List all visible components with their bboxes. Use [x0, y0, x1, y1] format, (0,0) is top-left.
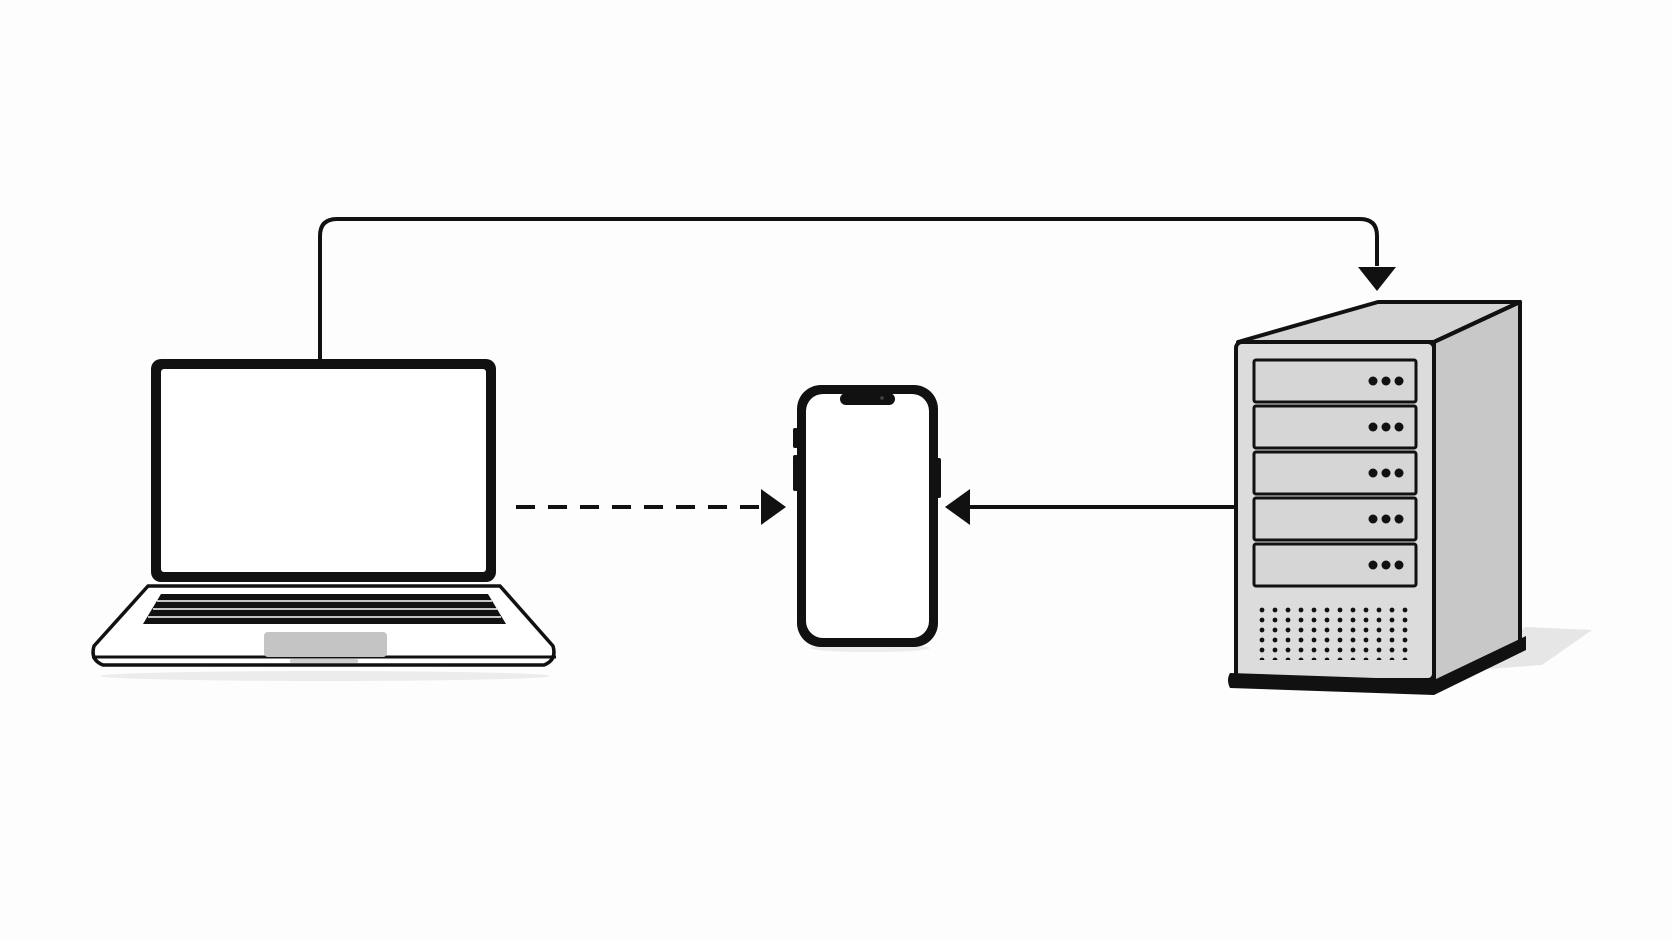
edge-laptop-to-server-arrowhead	[1358, 267, 1396, 291]
server-status-led	[1381, 514, 1391, 524]
server-status-led	[1381, 560, 1391, 570]
server-vent-grille	[1258, 606, 1410, 660]
server-drive-bay	[1252, 404, 1418, 450]
server-drive-bay	[1252, 496, 1418, 542]
server-base	[1228, 636, 1526, 695]
server-drive-bays	[1252, 358, 1418, 588]
server-drive-bay	[1252, 542, 1418, 588]
server-drive-bay	[1252, 358, 1418, 404]
server-status-led	[1394, 560, 1404, 570]
laptop-screen	[161, 369, 486, 572]
laptop-front-notch	[290, 659, 358, 663]
server-status-led	[1368, 560, 1378, 570]
laptop-icon	[91, 359, 556, 681]
server-status-led	[1381, 468, 1391, 478]
laptop-trackpad	[264, 632, 387, 657]
laptop-shadow	[100, 671, 550, 681]
smartphone-icon	[793, 385, 941, 652]
edge-laptop-to-server	[318, 217, 1396, 360]
phone-side-button	[793, 455, 798, 491]
server-status-led	[1394, 514, 1404, 524]
server-status-led	[1368, 422, 1378, 432]
edge-server-to-phone-arrowhead	[945, 489, 970, 525]
edge-laptop-to-server-line	[318, 217, 1379, 360]
server-status-led	[1381, 376, 1391, 386]
server-drive-bay	[1252, 450, 1418, 496]
laptop-keys	[148, 600, 501, 618]
server-status-led	[1394, 376, 1404, 386]
edge-laptop-to-phone-arrowhead	[761, 489, 786, 525]
server-status-led	[1394, 468, 1404, 478]
edge-laptop-to-phone	[516, 489, 786, 525]
server-tower-icon	[1228, 300, 1592, 695]
server-status-led	[1368, 468, 1378, 478]
edge-server-to-phone	[945, 489, 1236, 525]
server-status-led	[1368, 376, 1378, 386]
server-status-led	[1368, 514, 1378, 524]
phone-side-button	[793, 428, 798, 448]
phone-screen	[806, 394, 929, 638]
server-side-panel	[1432, 300, 1522, 688]
server-status-led	[1394, 422, 1404, 432]
phone-camera	[880, 396, 884, 400]
server-status-led	[1381, 422, 1391, 432]
phone-notch	[840, 393, 895, 405]
